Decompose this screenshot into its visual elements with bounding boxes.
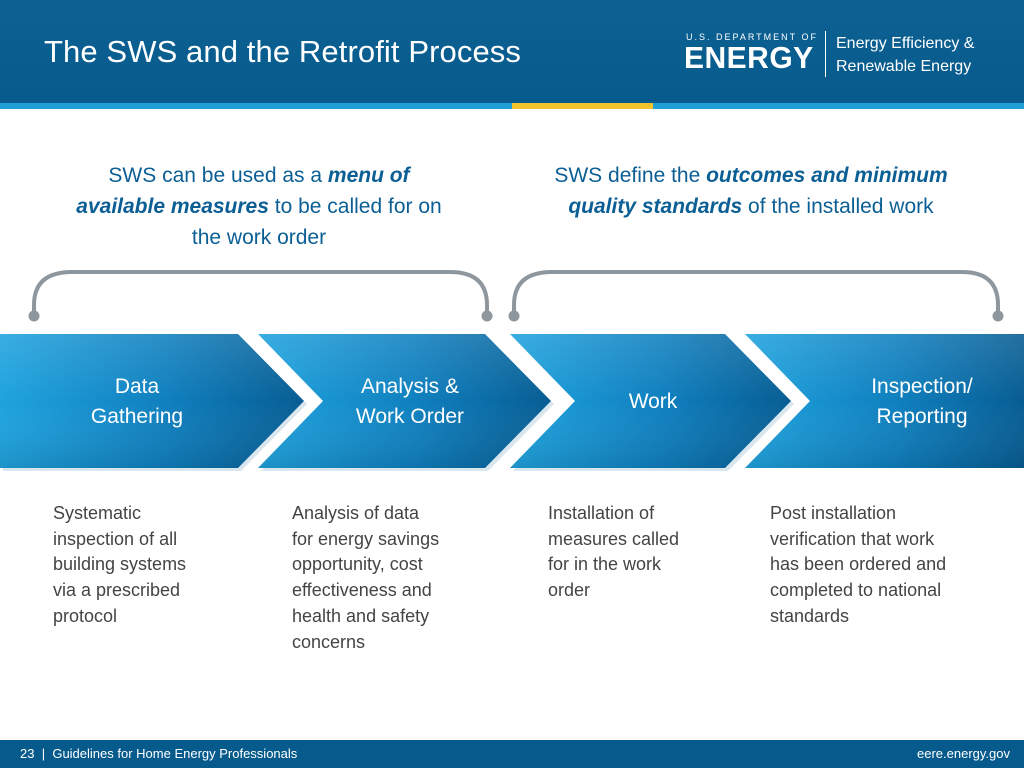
step-label-analysis-work-order: Analysis & Work Order (320, 372, 500, 432)
caption-right-text: SWS define the (554, 164, 707, 187)
chevron-analysis-work-order (258, 334, 554, 471)
caption-right-emphasis: outcomes and minimum quality standards (568, 164, 948, 218)
logo-office-line1: Energy Efficiency & (836, 35, 975, 52)
footer-text: Guidelines for Home Energy Professionals (52, 746, 298, 761)
description-line: opportunity, cost (292, 554, 423, 575)
logo-office-line2: Renewable Energy (836, 58, 972, 75)
caption-left-text-end: to be called for on the work order (191, 195, 442, 249)
step-description-analysis-work-order: Analysis of data for energy savings oppo… (292, 501, 512, 655)
step-label-line1: Analysis & (360, 375, 460, 398)
description-line: via a prescribed (53, 580, 181, 601)
chevron-inspection-reporting (745, 334, 1024, 468)
slide-header: The SWS and the Retrofit Process U.S. DE… (0, 0, 1024, 103)
logo-divider (825, 31, 826, 77)
description-line: protocol (53, 605, 118, 626)
description-line: verification that work (770, 528, 935, 549)
chevron-data-gathering (0, 334, 307, 471)
description-line: for energy savings (292, 528, 440, 549)
slide-title: The SWS and the Retrofit Process (44, 34, 522, 69)
chevron-work (510, 334, 794, 471)
description-line: has been ordered and (770, 554, 947, 575)
caption-right-text-end: of the installed work (742, 195, 934, 218)
bracket-right (508, 270, 1004, 322)
description-line: health and safety (292, 605, 430, 626)
accent-stripe-blue-right (653, 103, 1024, 109)
step-label-work: Work (593, 387, 713, 417)
description-line: effectiveness and (292, 580, 432, 601)
step-label-line1: Inspection/ (871, 375, 973, 398)
footer-url[interactable]: eere.energy.gov (917, 746, 1010, 761)
logo-department-text: U.S. DEPARTMENT OF (686, 32, 819, 42)
accent-stripe-yellow (512, 103, 653, 109)
description-line: standards (770, 605, 850, 626)
footer-separator: | (41, 746, 46, 761)
step-label-data-gathering: Data Gathering (62, 372, 212, 432)
description-line: concerns (292, 631, 366, 652)
description-line: order (548, 580, 591, 601)
step-label-line2: Gathering (90, 405, 184, 428)
description-line: Post installation (770, 503, 897, 523)
description-line: building systems (53, 554, 187, 575)
step-label-line1: Data (114, 375, 160, 398)
caption-menu-of-measures: SWS can be used as a menu of available m… (70, 160, 448, 253)
step-label-inspection-reporting: Inspection/ Reporting (842, 372, 1002, 432)
logo-office: Energy Efficiency & Renewable Energy (836, 32, 974, 78)
caption-outcomes-standards: SWS define the outcomes and minimum qual… (552, 160, 950, 222)
step-label-line1: Work (628, 390, 678, 413)
step-description-inspection-reporting: Post installation verification that work… (770, 501, 1010, 630)
description-line: completed to national (770, 580, 942, 601)
page-number: 23 (20, 746, 35, 761)
description-line: measures called (548, 528, 680, 549)
description-line: Systematic (53, 503, 142, 523)
step-description-work: Installation of measures called for in t… (548, 501, 748, 604)
description-line: inspection of all (53, 528, 178, 549)
step-label-line2: Reporting (876, 405, 968, 428)
caption-left-emphasis: menu of available measures (76, 164, 410, 218)
bracket-left (28, 270, 493, 322)
slide-footer: 23 | Guidelines for Home Energy Professi… (0, 740, 1024, 768)
description-line: Installation of (548, 503, 655, 523)
caption-left-text: SWS can be used as a (108, 164, 328, 187)
logo-energy-text: ENERGY (684, 41, 814, 76)
step-label-line2: Work Order (355, 405, 465, 428)
process-diagram (0, 270, 1024, 471)
accent-stripe-blue-left (0, 103, 512, 109)
footer-left: 23 | Guidelines for Home Energy Professi… (20, 746, 297, 761)
description-line: Analysis of data (292, 503, 420, 523)
description-line: for in the work (548, 554, 662, 575)
step-description-data-gathering: Systematic inspection of all building sy… (53, 501, 253, 630)
